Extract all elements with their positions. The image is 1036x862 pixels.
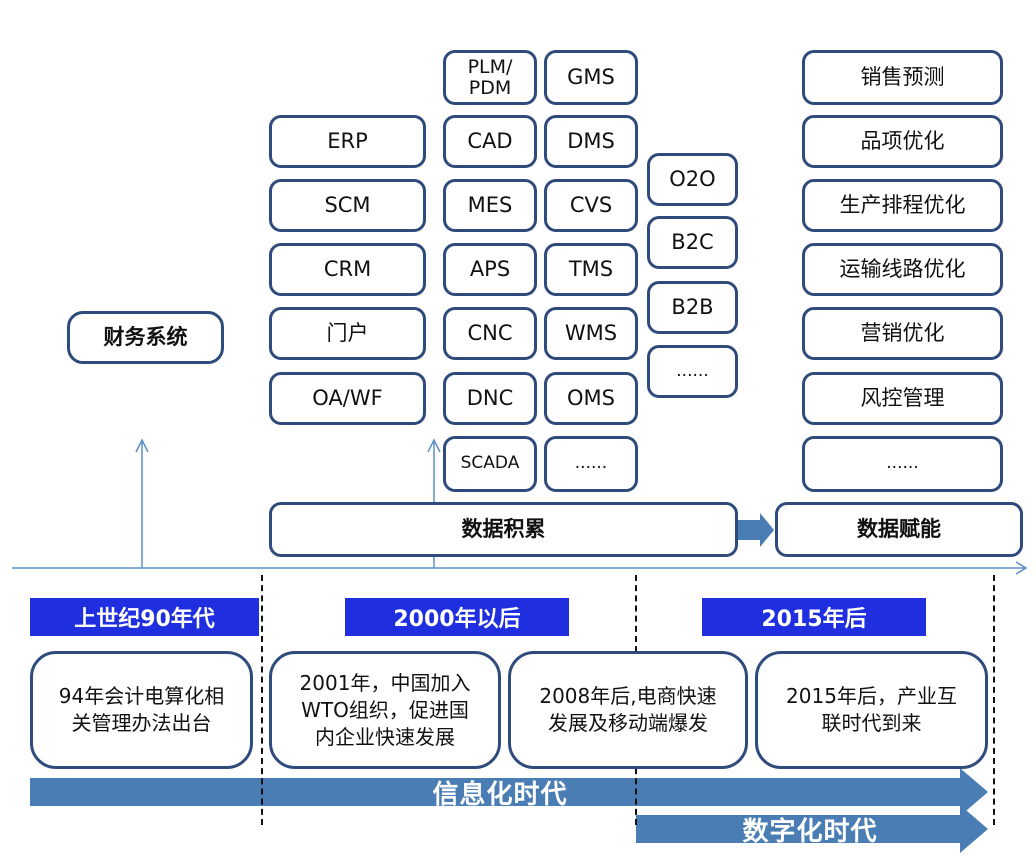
col2-cad: CAD — [443, 115, 537, 168]
col1-portal: 门户 — [269, 307, 426, 360]
separator-3 — [993, 575, 995, 825]
era-banner-2000s: 2000年以后 — [345, 598, 569, 636]
col4-o2o: O2O — [647, 153, 738, 206]
col3-more: ...... — [544, 436, 638, 492]
data-accumulation-bar: 数据积累 — [269, 502, 738, 557]
event-2001: 2001年，中国加入 WTO组织，促进国 内企业快速发展 — [269, 651, 501, 769]
col3-tms: TMS — [544, 243, 638, 296]
col2-aps: APS — [443, 243, 537, 296]
finance-system-box: 财务系统 — [67, 311, 224, 364]
event-2015: 2015年后，产业互 联时代到来 — [755, 651, 988, 769]
col5-item-optimization: 品项优化 — [802, 115, 1003, 168]
col2-cnc: CNC — [443, 307, 537, 360]
timeline-axis-arrowhead — [1015, 561, 1028, 575]
col1-crm: CRM — [269, 243, 426, 296]
data-empowerment-bar: 数据赋能 — [775, 502, 1023, 557]
col2-plm-pdm: PLM/ PDM — [443, 50, 537, 105]
separator-1 — [261, 575, 263, 825]
era-banner-1990s: 上世纪90年代 — [30, 598, 259, 636]
col5-sales-forecast: 销售预测 — [802, 50, 1003, 105]
col4-b2c: B2C — [647, 216, 738, 269]
information-era-label: 信息化时代 — [432, 779, 568, 810]
col5-marketing-optimization: 营销优化 — [802, 307, 1003, 360]
col1-scm: SCM — [269, 179, 426, 232]
col3-wms: WMS — [544, 307, 638, 360]
col1-erp: ERP — [269, 115, 426, 168]
col4-b2b: B2B — [647, 281, 738, 334]
col2-scada: SCADA — [443, 436, 537, 492]
event-1994: 94年会计电算化相 关管理办法出台 — [30, 651, 253, 769]
col5-more: ...... — [802, 436, 1003, 492]
accumulation-to-empowerment-arrow — [738, 513, 774, 547]
col5-production-scheduling: 生产排程优化 — [802, 179, 1003, 232]
col3-oms: OMS — [544, 372, 638, 425]
era-banner-2015: 2015年后 — [702, 598, 926, 636]
col3-cvs: CVS — [544, 179, 638, 232]
col2-dnc: DNC — [443, 372, 537, 425]
col3-gms: GMS — [544, 50, 638, 105]
col5-risk-management: 风控管理 — [802, 372, 1003, 425]
col3-dms: DMS — [544, 115, 638, 168]
information-era-arrow — [30, 768, 988, 816]
digital-era-label: 数字化时代 — [742, 816, 878, 847]
col4-more: ...... — [647, 345, 738, 398]
event-2008: 2008年后,电商快速 发展及移动端爆发 — [508, 651, 748, 769]
col5-route-optimization: 运输线路优化 — [802, 243, 1003, 296]
col2-mes: MES — [443, 179, 537, 232]
col1-oawf: OA/WF — [269, 372, 426, 425]
digital-era-arrow — [636, 805, 988, 853]
